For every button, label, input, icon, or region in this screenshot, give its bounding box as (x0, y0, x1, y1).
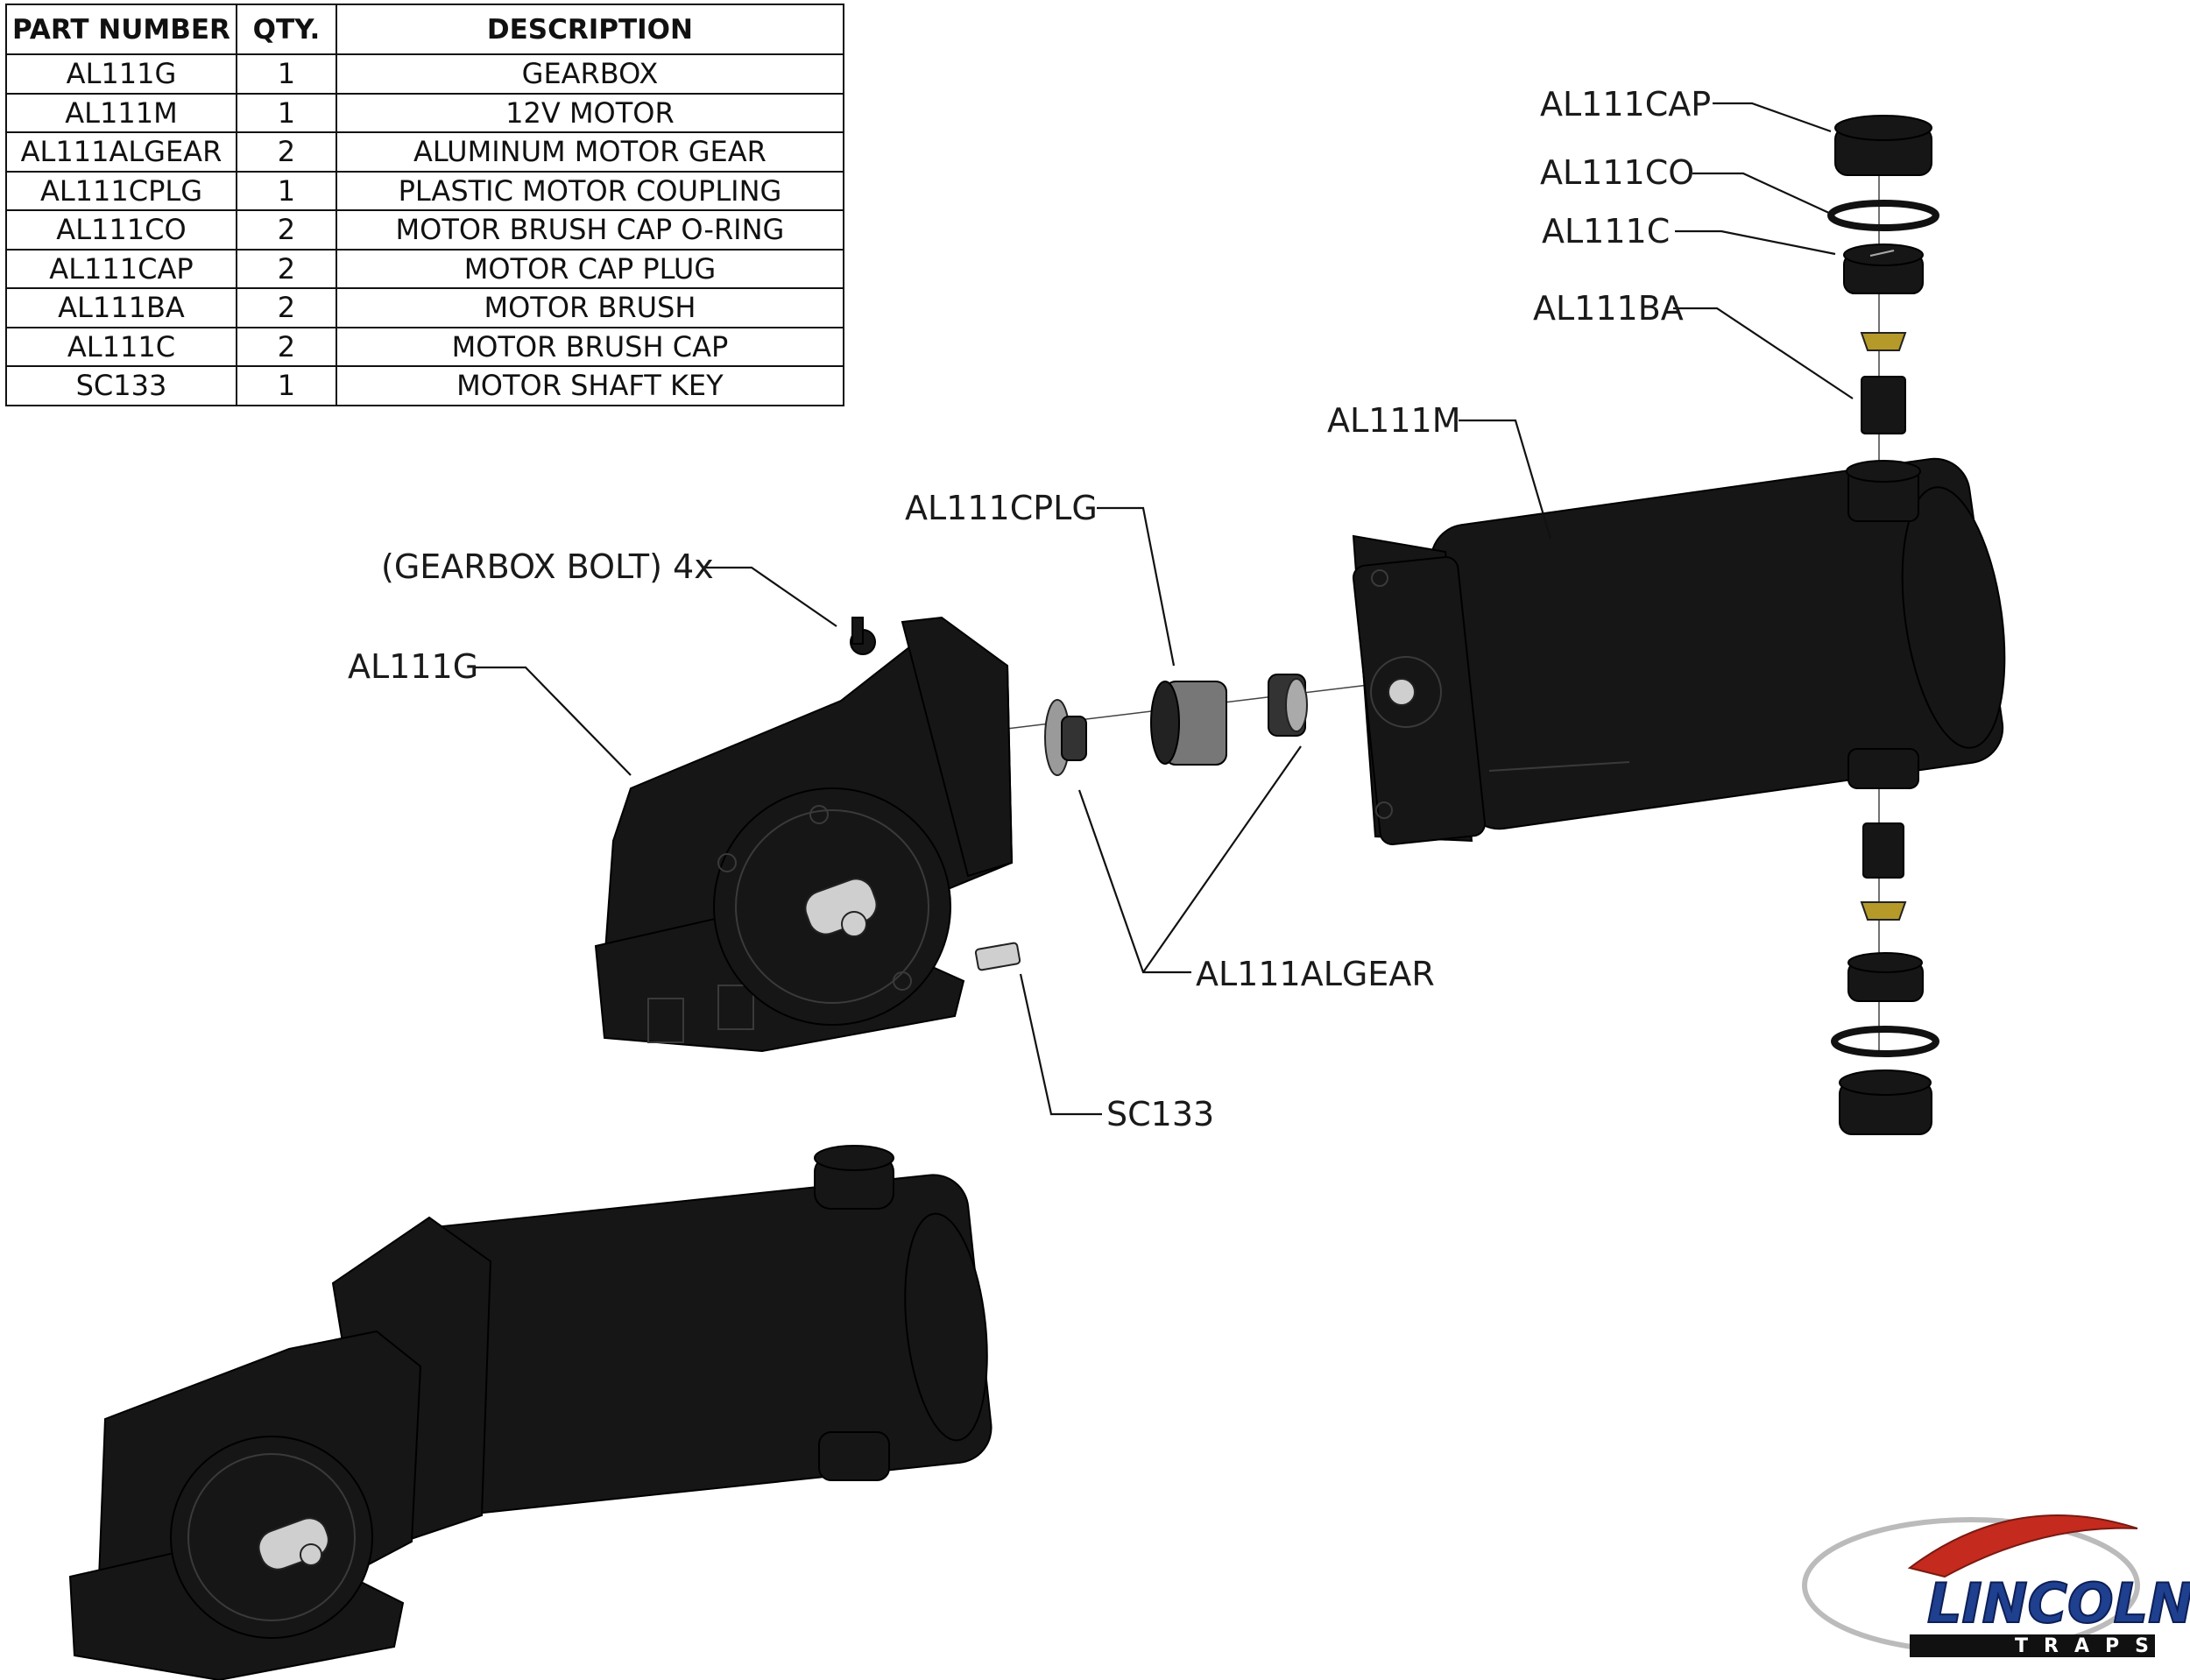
description-cell: ALUMINUM MOTOR GEAR (335, 131, 844, 173)
description-cell: MOTOR SHAFT KEY (335, 365, 844, 406)
leader-gearbox (476, 666, 632, 776)
header-qty: QTY. (235, 4, 337, 55)
part-number-cell: AL111C (5, 326, 237, 367)
callout-brush: AL111BA (1533, 289, 1684, 328)
description-cell: MOTOR BRUSH (335, 287, 844, 328)
part-number-cell: AL111ALGEAR (5, 131, 237, 173)
description-cell: GEARBOX (335, 53, 844, 95)
callout-bolt: (GEARBOX BOLT) 4x (381, 547, 714, 586)
parts-table-header-row: PART NUMBER QTY. DESCRIPTION (5, 4, 844, 55)
qty-cell: 2 (235, 209, 337, 251)
qty-cell: 2 (235, 287, 337, 328)
brush-stack-top (1827, 115, 1939, 434)
qty-cell: 1 (235, 365, 337, 406)
part-number-cell: SC133 (5, 365, 237, 406)
description-cell: MOTOR BRUSH CAP (335, 326, 844, 367)
qty-cell: 2 (235, 326, 337, 367)
qty-cell: 1 (235, 170, 337, 211)
lincoln-traps-logo: LINCOLN TRAPS (1802, 1514, 2190, 1657)
callout-motor: AL111M (1327, 401, 1460, 440)
qty-cell: 2 (235, 131, 337, 173)
logo-brand-text: LINCOLN (1927, 1571, 2190, 1635)
leader-lines (476, 102, 1854, 1116)
leader-gear-right (1142, 745, 1302, 973)
part-number-cell: AL111M (5, 92, 237, 133)
leader-key (1019, 973, 1102, 1116)
leader-cap (1713, 102, 1832, 133)
description-cell: 12V MOTOR (335, 92, 844, 133)
coupling-and-gears (1044, 674, 1308, 776)
gearbox-exploded (594, 616, 1021, 1053)
description-cell: PLASTIC MOTOR COUPLING (335, 170, 844, 211)
leader-brush-cap (1675, 229, 1836, 256)
motor-exploded (1352, 457, 2006, 846)
callout-key: SC133 (1106, 1095, 1214, 1133)
callout-cap: AL111CAP (1540, 85, 1711, 124)
qty-cell: 2 (235, 248, 337, 289)
part-number-cell: AL111CPLG (5, 170, 237, 211)
leader-gear-left (1077, 789, 1191, 974)
leader-brush (1673, 307, 1854, 399)
part-number-cell: AL111BA (5, 287, 237, 328)
part-number-cell: AL111CAP (5, 248, 237, 289)
callout-brush-cap: AL111C (1542, 212, 1670, 251)
leader-motor (1459, 419, 1552, 540)
callout-oring: AL111CO (1540, 153, 1694, 192)
brush-stack-bottom (1831, 822, 1939, 1135)
leader-coupling (1097, 506, 1176, 667)
description-cell: MOTOR BRUSH CAP O-RING (335, 209, 844, 251)
logo-sub-text: TRAPS (2015, 1635, 2165, 1657)
leader-oring (1692, 172, 1832, 215)
callout-gear: AL111ALGEAR (1196, 955, 1435, 993)
header-description: DESCRIPTION (335, 4, 844, 55)
qty-cell: 1 (235, 92, 337, 133)
part-number-cell: AL111CO (5, 209, 237, 251)
leader-bolt (705, 566, 837, 627)
callout-coupling: AL111CPLG (905, 489, 1098, 527)
header-part-number: PART NUMBER (5, 4, 237, 55)
description-cell: MOTOR CAP PLUG (335, 248, 844, 289)
part-number-cell: AL111G (5, 53, 237, 95)
qty-cell: 1 (235, 53, 337, 95)
callout-gearbox: AL111G (348, 647, 478, 686)
assembled-motor-gearbox (68, 1145, 993, 1680)
